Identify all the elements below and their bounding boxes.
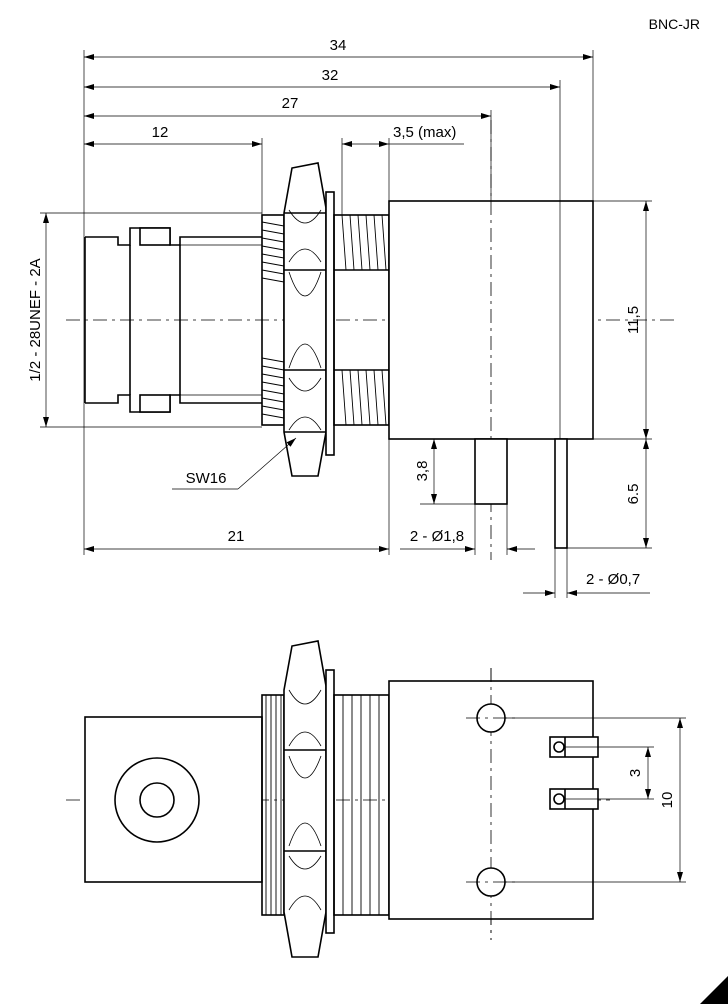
dim-pitch-10: 10 (659, 792, 676, 809)
lock-washer (325, 191, 335, 456)
bnc-face-inner (139, 782, 175, 818)
mounting-post (474, 438, 508, 505)
bayonet-stud-top (139, 227, 171, 246)
dim-hole-1-8: 2 - Ø1,8 (410, 528, 464, 545)
corner-mark (700, 976, 728, 1004)
dim-34: 34 (330, 37, 347, 54)
dim-32: 32 (322, 67, 339, 84)
bnc-bayonet-head (84, 227, 262, 413)
hex-nut-top (283, 640, 327, 958)
part-code: BNC-JR (649, 16, 700, 32)
dim-pitch-3: 3 (627, 769, 644, 777)
top-view (66, 640, 610, 958)
side-view-dimensions: 34 32 27 12 3,5 (max) 1/2 - 28UNEF - 2A … (27, 37, 652, 598)
dim-pin-0-7: 2 - Ø0,7 (586, 571, 640, 588)
bayonet-stud-bottom (139, 394, 171, 413)
dim-3-5-max: 3,5 (max) (393, 124, 456, 141)
bnc-face-outer (114, 757, 200, 843)
dim-27: 27 (282, 95, 299, 112)
dim-3-8: 3,8 (414, 461, 431, 482)
label-sw16: SW16 (186, 470, 227, 487)
dim-6-5: 6.5 (625, 484, 642, 505)
dim-thread: 1/2 - 28UNEF - 2A (27, 258, 44, 381)
dim-11-5: 11,5 (625, 306, 642, 334)
signal-pin (554, 438, 568, 549)
hex-nut (283, 162, 327, 477)
top-view-dimensions: 3 10 (505, 717, 686, 883)
dim-21: 21 (228, 528, 245, 545)
side-view (66, 120, 678, 560)
lock-washer-top (325, 669, 335, 934)
dim-12: 12 (152, 124, 169, 141)
